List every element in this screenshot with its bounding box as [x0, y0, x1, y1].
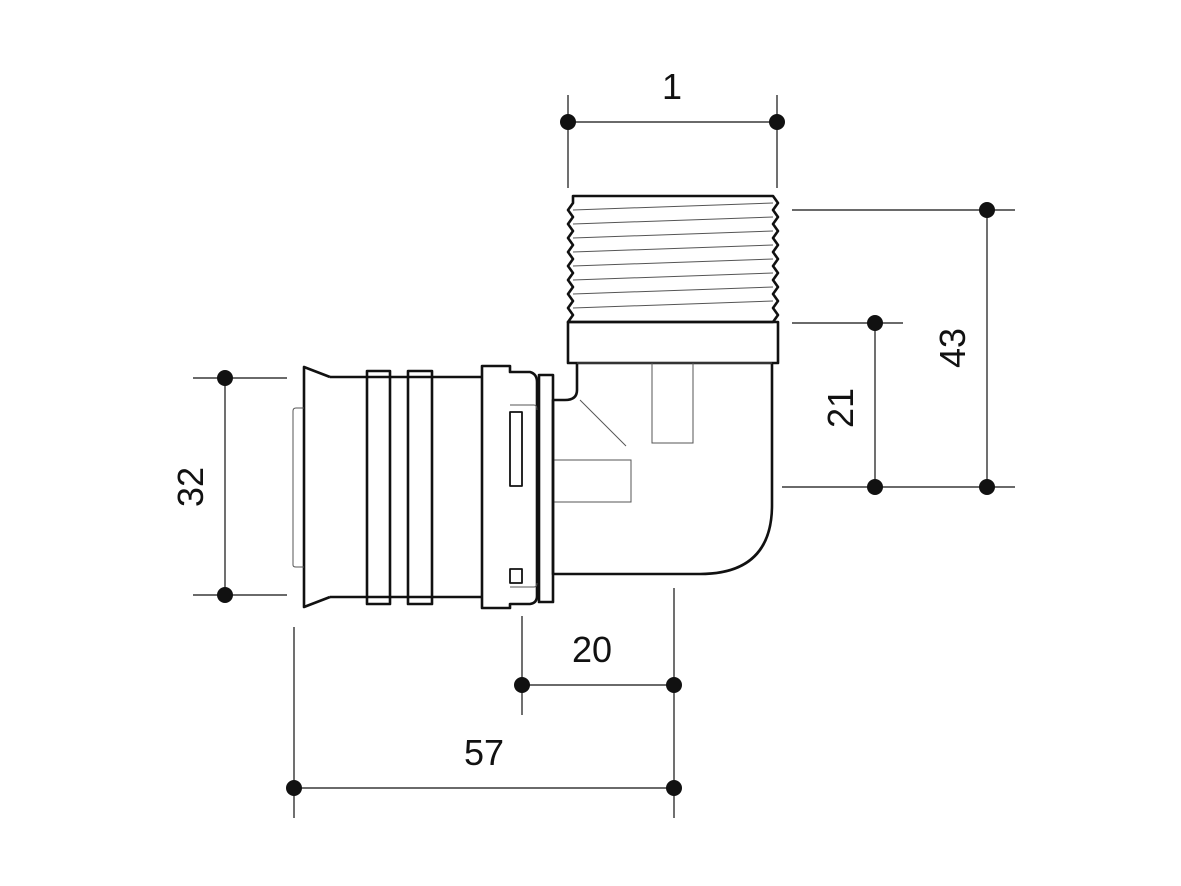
hex-collar: [566, 320, 780, 365]
dim-thread-size: 1: [560, 66, 785, 188]
dim-label: 21: [820, 388, 861, 428]
dim-label: 1: [662, 66, 682, 107]
thread-lines: [572, 202, 774, 309]
elbow-body: [551, 363, 774, 576]
dim-label: 20: [572, 629, 612, 670]
sleeve-nut: [480, 364, 539, 610]
dim-height-total: 43: [782, 202, 1015, 495]
press-ring: [406, 369, 434, 606]
fitting-outline: [292, 194, 780, 610]
dim-pipe-diameter: 32: [170, 370, 287, 603]
dim-offset: 20: [514, 588, 682, 818]
press-ring: [365, 369, 392, 606]
flared-end: [302, 365, 331, 609]
dim-label: 57: [464, 732, 504, 773]
dim-length-total: 57: [286, 627, 682, 818]
dim-label: 43: [932, 328, 973, 368]
body-detail: [552, 459, 632, 503]
body-detail: [651, 362, 694, 444]
dim-label: 32: [170, 467, 211, 507]
male-thread: [566, 194, 780, 324]
dim-height-collar: 21: [792, 315, 903, 495]
inner-collar: [537, 373, 555, 604]
